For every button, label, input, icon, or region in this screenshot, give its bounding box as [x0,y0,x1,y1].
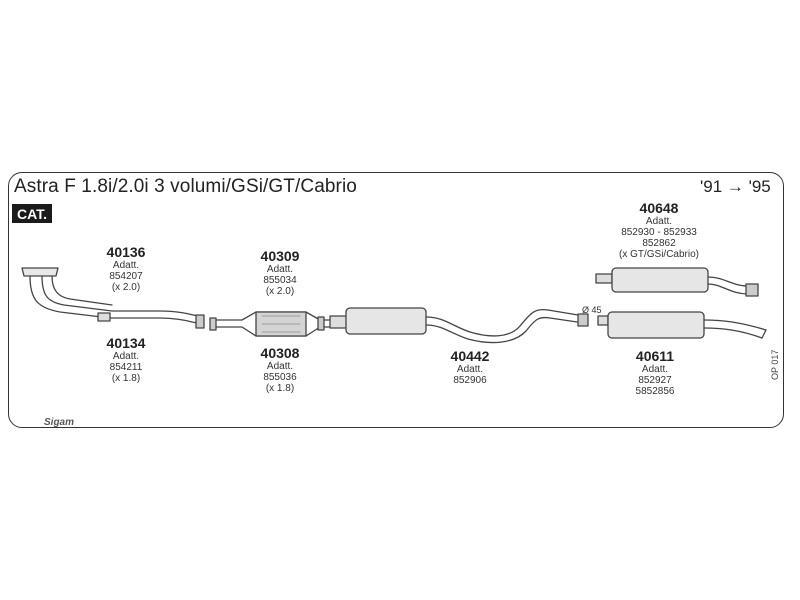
part-adapter-label: Adatt. [112,260,140,271]
part-label-40309: 40309 Adatt. 855034 (x 2.0) [250,248,310,297]
part-application-note: (x 2.0) [111,282,141,293]
part-label-40136: 40136 Adatt. 854207 (x 2.0) [96,244,156,293]
cat-badge: CAT. [12,204,53,223]
brand-logo: Sigam [44,417,75,428]
part-adapter-code: 854207 [109,271,143,282]
part-label-40308: 40308 Adatt. 855036 (x 1.8) [250,345,310,394]
part-adapter-code: 852930 - 852933 [621,227,697,238]
part-adapter-code-alt: 5852856 [635,386,675,397]
year-range: '91 → '95 [700,177,771,196]
part-adapter-code: 855034 [263,275,297,286]
part-number: 40309 [260,248,300,264]
rear-muffler-40611 [597,311,767,339]
part-adapter-label: Adatt. [641,364,669,375]
rear-muffler-40648 [595,267,759,297]
part-number: 40611 [635,348,675,364]
part-label-40611: 40611 Adatt. 852927 5852856 [620,348,690,397]
part-adapter-code: 852927 [638,375,672,386]
diagram-panel [8,172,784,428]
middle-muffler-40442 [329,307,589,344]
part-adapter-label: Adatt. [266,264,294,275]
part-adapter-code: 854211 [109,362,143,373]
part-adapter-label: Adatt. [645,216,673,227]
part-number: 40136 [106,244,146,260]
part-application-note: (x GT/GSi/Cabrio) [618,249,699,260]
part-application-note: (x 1.8) [111,373,141,384]
part-number: 40308 [260,345,300,361]
pipe-diameter-label: Ø 45 [582,305,602,315]
part-label-40648: 40648 Adatt. 852930 - 852933 852862 (x G… [604,200,714,260]
part-adapter-code: 852906 [453,375,487,386]
part-number: 40648 [639,200,679,216]
part-label-40134: 40134 Adatt. 854211 (x 1.8) [96,335,156,384]
catalytic-converter-40309 [209,311,347,337]
part-label-40442: 40442 Adatt. 852906 [438,348,502,386]
part-number: 40442 [450,348,490,364]
diagram-title: Astra F 1.8i/2.0i 3 volumi/GSi/GT/Cabrio [14,176,357,197]
front-pipe-40136 [21,267,205,329]
part-adapter-label: Adatt. [456,364,484,375]
part-application-note: (x 2.0) [265,286,295,297]
part-number: 40134 [106,335,146,351]
part-adapter-code-alt: 852862 [642,238,676,249]
part-adapter-label: Adatt. [266,361,294,372]
part-application-note: (x 1.8) [265,383,295,394]
part-adapter-code: 855036 [263,372,297,383]
part-adapter-label: Adatt. [112,351,140,362]
diagram-code: OP 017 [770,349,780,380]
